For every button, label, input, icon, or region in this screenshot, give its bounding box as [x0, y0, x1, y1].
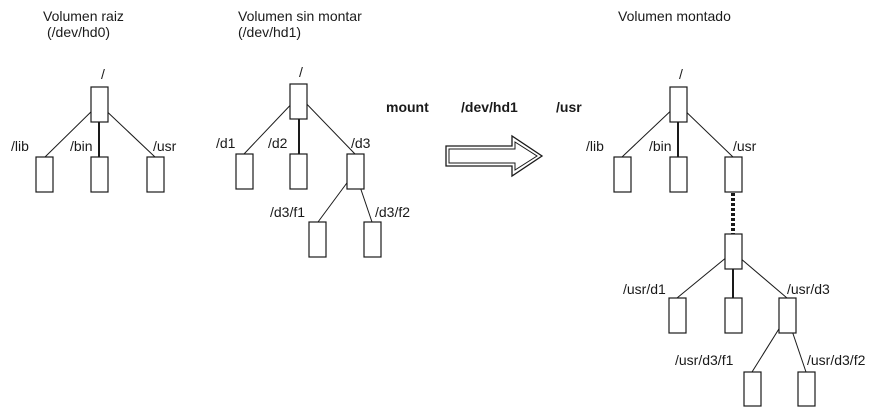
label-m-usr-d3: /usr/d3 [787, 281, 830, 297]
label-d2: /d2 [268, 135, 288, 151]
node-m-bin [669, 156, 688, 193]
label-d3-f1: /d3/f1 [270, 204, 305, 220]
node-d3-f2 [363, 221, 382, 258]
command-target: /usr [556, 99, 582, 115]
label-m-usr-d1: /usr/d1 [623, 281, 666, 297]
panel-root-volume: Volumen raiz (/dev/hd0) / /lib /bin /usr [11, 8, 177, 193]
label-m-lib: /lib [586, 138, 604, 154]
panel-mounted-volume: Volumen montado / /lib /bin /usr /usr/d1… [586, 8, 866, 407]
edge-root-lib [44, 103, 100, 158]
edge-root-d3 [298, 95, 356, 155]
label-m-usr-d3-f2: /usr/d3/f2 [807, 352, 866, 368]
node-root [90, 86, 109, 123]
label-d3: /d3 [351, 135, 371, 151]
label-m-usr: /usr [733, 138, 757, 154]
node-m-root [669, 86, 688, 123]
node-m-usr-d2 [724, 297, 743, 334]
node-m-usr [724, 156, 743, 193]
label-root: / [101, 66, 105, 82]
node-m-usr-d1 [668, 297, 687, 334]
label-d1: /d1 [216, 135, 236, 151]
right-arrow-icon [445, 134, 544, 178]
root-volume-device: (/dev/hd0) [47, 24, 110, 40]
label-m-root: / [679, 66, 683, 82]
command-device: /dev/hd1 [461, 99, 518, 115]
root-volume-title: Volumen raiz [43, 8, 124, 24]
node-d1 [235, 153, 254, 190]
node-m-lib [613, 156, 632, 193]
unmounted-volume-title: Volumen sin montar [238, 8, 362, 24]
panel-unmounted-volume: Volumen sin montar (/dev/hd1) / /d1 /d2 … [216, 8, 410, 258]
node-lib [35, 156, 54, 193]
label-m-usr-d3-f1: /usr/d3/f1 [675, 352, 734, 368]
label-d3-f2: /d3/f2 [375, 204, 410, 220]
mount-command: mount /dev/hd1 /usr [386, 99, 582, 115]
label-bin: /bin [70, 138, 93, 154]
label-lib: /lib [11, 138, 29, 154]
node-d2 [289, 153, 308, 190]
node-bin [90, 156, 109, 193]
node-m-usr-d3-f1 [743, 371, 762, 407]
mounted-volume-title: Volumen montado [618, 8, 731, 24]
label-usr: /usr [153, 138, 177, 154]
label-m-bin: /bin [649, 138, 672, 154]
node-d3 [346, 153, 365, 190]
node-m-mounted-root [724, 233, 743, 270]
node-m-usr-d3-f2 [797, 371, 816, 407]
node-d3-f1 [308, 221, 327, 258]
unmounted-volume-device: (/dev/hd1) [238, 24, 301, 40]
edge-m-usr-d1 [676, 251, 734, 299]
node-m-usr-d3 [778, 297, 797, 334]
label-unmounted-root: / [299, 64, 303, 80]
edge-m-root-lib [621, 103, 679, 158]
node-unmounted-root [289, 83, 308, 120]
command-mount: mount [386, 99, 429, 115]
node-usr [146, 156, 165, 193]
